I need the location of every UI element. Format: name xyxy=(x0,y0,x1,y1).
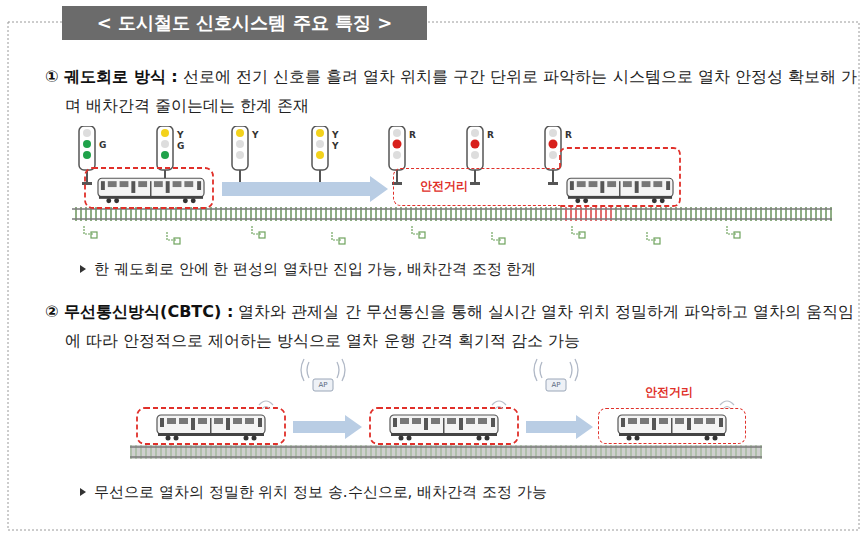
ap-label: AP xyxy=(551,381,560,389)
signal-aspect: R xyxy=(487,130,494,140)
section-body: 선로에 전기 신호를 흘려 열차 위치를 구간 단위로 파악하는 시스템으로 열… xyxy=(65,67,857,115)
description: ② 무선통신방식(CBTC) : 열차와 관제실 간 무선통신을 통해 실시간 … xyxy=(45,297,867,355)
signal-letter: R xyxy=(487,130,494,140)
signal-aspect: Y xyxy=(252,130,259,140)
bullet-line: 한 궤도회로 안에 한 편성의 열차만 진입 가능, 배차간격 조정 한계 xyxy=(94,259,536,279)
bullet-text: 한 궤도회로 안에 한 편성의 열차만 진입 가능, 배차간격 조정 한계 xyxy=(94,260,536,278)
signal-aspect: G xyxy=(99,140,106,150)
title-tab: < 도시철도 신호시스템 주요 특징 > xyxy=(62,6,427,40)
section-heading: ① 궤도회로 방식 : xyxy=(45,67,178,86)
signal-letter: Y xyxy=(252,130,259,140)
signal-aspect: G xyxy=(177,141,184,151)
bullet-text: 무선으로 열차의 정밀한 위치 정보 송.수신으로, 배차간격 조정 가능 xyxy=(94,483,547,501)
signal-letter: G xyxy=(99,140,106,150)
signal-letter: Y xyxy=(332,141,339,151)
safety-distance-label: 안전거리 xyxy=(645,384,693,401)
ap-label: AP xyxy=(318,381,327,389)
signal-letter: G xyxy=(177,141,184,151)
signal-aspect: R xyxy=(565,130,572,140)
access-point: AP xyxy=(313,381,333,389)
safety-distance-label: 안전거리 xyxy=(420,178,468,195)
signal-aspect: Y xyxy=(332,130,339,140)
signal-letter: R xyxy=(565,130,572,140)
section-heading: ② 무선통신방식(CBTC) : xyxy=(45,302,233,321)
bullet-line: 무선으로 열차의 정밀한 위치 정보 송.수신으로, 배차간격 조정 가능 xyxy=(94,482,547,502)
safety-distance-box: 안전거리 xyxy=(393,168,560,206)
signal-letter: Y xyxy=(332,130,339,140)
signal-aspect: Y xyxy=(177,130,184,140)
title-text: < 도시철도 신호시스템 주요 특징 > xyxy=(97,11,393,35)
safety-distance-box: 안전거리 xyxy=(598,408,746,444)
access-point: AP xyxy=(546,381,566,389)
signal-aspect: R xyxy=(409,130,416,140)
description: ① 궤도회로 방식 : 선로에 전기 신호를 흘려 열차 위치를 구간 단위로 … xyxy=(45,62,865,120)
signal-letter: R xyxy=(409,130,416,140)
signal-letter: Y xyxy=(177,130,184,140)
signal-aspect: Y xyxy=(332,141,339,151)
